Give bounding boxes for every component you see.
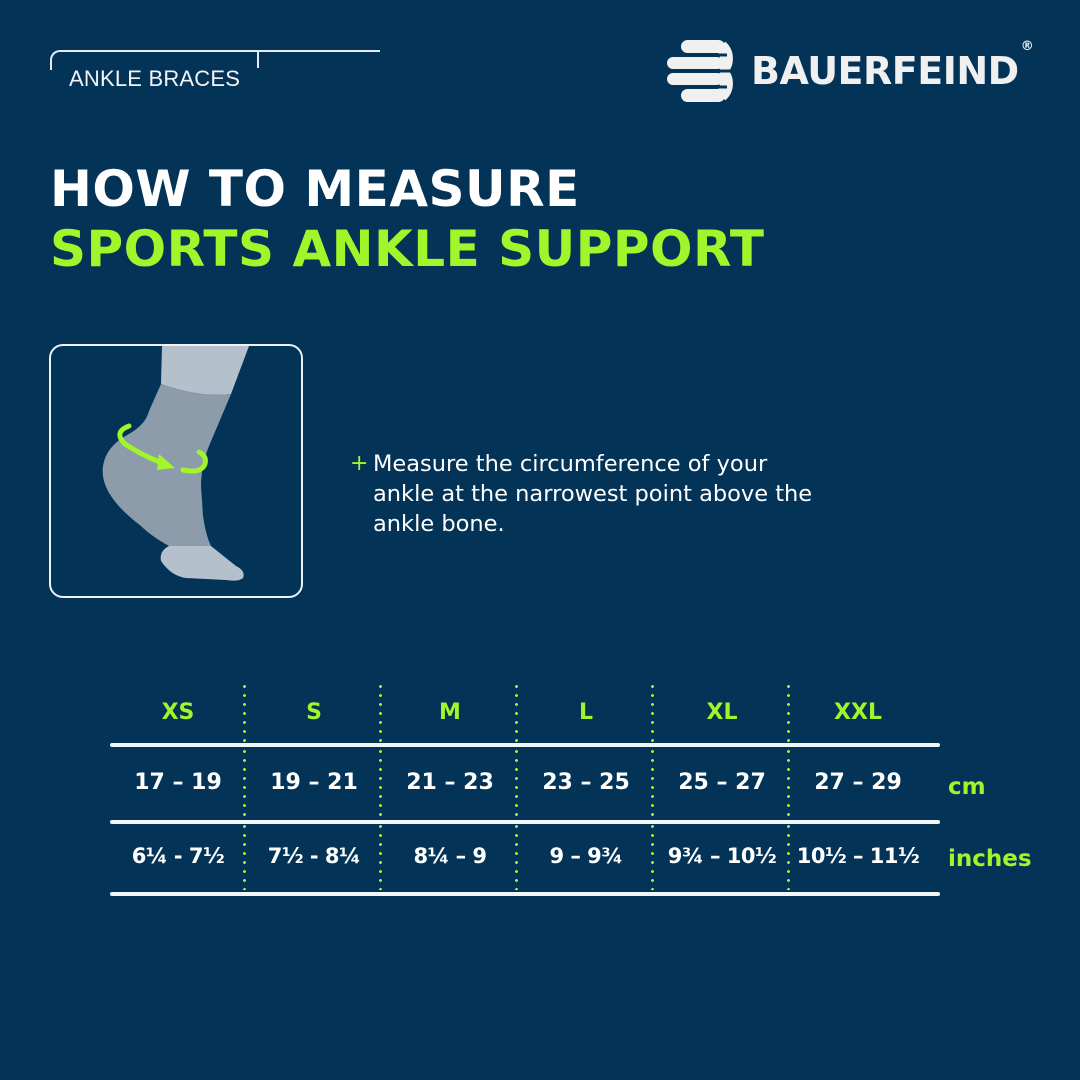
table-divider [110,892,940,896]
ankle-measure-icon [102,346,249,581]
ankle-illustration [49,344,303,598]
inch-value-s: 7½ - 8¼ [246,820,382,892]
inch-value-m: 8¼ – 9 [382,820,518,892]
inch-value-l: 9 – 9¾ [518,820,654,892]
cm-value-xl: 25 – 27 [654,745,790,820]
table-divider [110,820,940,824]
cm-value-l: 23 – 25 [518,745,654,820]
size-header-xs: XS [110,680,246,745]
brand-logo: BAUERFEIND® [665,38,1034,103]
size-header-xl: XL [654,680,790,745]
registered-mark: ® [1020,38,1034,54]
unit-label-inches: inches [948,846,1032,872]
unit-label-cm: cm [948,774,986,800]
instruction-text: Measure the circumference of your ankle … [373,451,813,537]
cm-value-xxl: 27 – 29 [814,770,902,795]
title-line-1: HOW TO MEASURE [50,160,580,218]
page-title: HOW TO MEASURE SPORTS ANKLE SUPPORT [50,164,764,274]
table-row-cm: 17 – 19 19 – 21 21 – 23 23 – 25 25 – 27 … [110,745,940,820]
category-tag: ANKLE BRACES [50,50,380,95]
size-header-l: L [518,680,654,745]
category-divider [257,50,259,68]
size-header-row: XS S M L XL XXL [110,680,940,745]
inch-value-xs: 6¼ - 7½ [110,820,246,892]
size-header-xxl: XXL [834,700,882,725]
inch-value-xl: 9¾ – 10½ [654,820,790,892]
table-divider [110,743,940,747]
size-table: XS S M L XL XXL 17 – 19 19 – 21 21 – 23 … [110,680,1032,896]
category-frame [50,50,380,70]
brand-wordmark: BAUERFEIND® [751,38,1034,93]
cm-value-s: 19 – 21 [246,745,382,820]
cm-value-m: 21 – 23 [382,745,518,820]
table-row-inches: 6¼ - 7½ 7½ - 8¼ 8¼ – 9 9 – 9¾ 9¾ – 10½ 1… [110,820,940,892]
plus-icon: + [350,451,369,476]
inch-value-xxl: 10½ – 11½ [796,844,920,868]
size-header-s: S [246,680,382,745]
measure-instruction: + Measure the circumference of your ankl… [350,449,820,539]
title-line-2: SPORTS ANKLE SUPPORT [50,220,765,278]
brand-mark-icon [665,39,735,102]
cm-value-xs: 17 – 19 [110,745,246,820]
category-label: ANKLE BRACES [69,66,241,91]
size-header-m: M [382,680,518,745]
